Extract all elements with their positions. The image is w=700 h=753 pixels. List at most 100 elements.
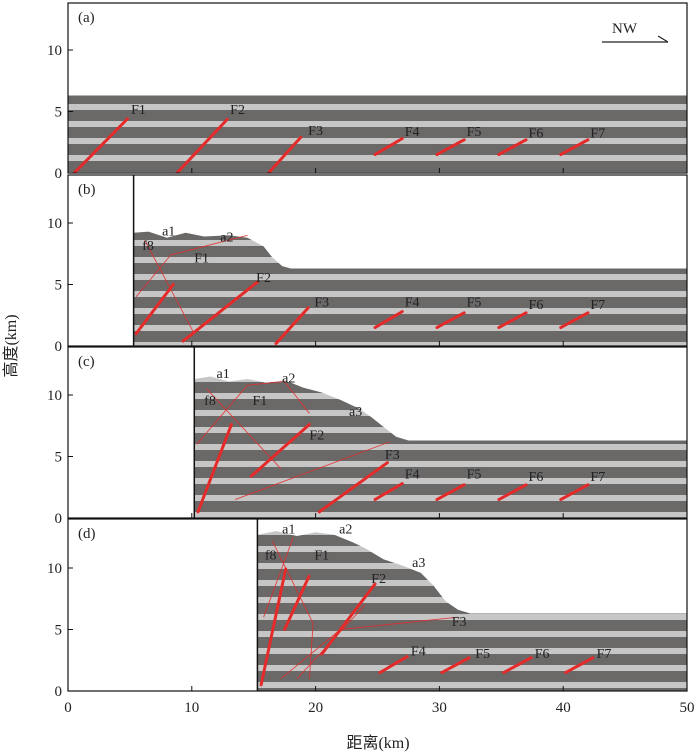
fault-annotation: F6 xyxy=(529,298,544,313)
fault-annotation: f8 xyxy=(142,239,154,254)
panel-frame xyxy=(67,174,688,347)
y-tick-label: 5 xyxy=(55,278,63,294)
fault-annotation: F5 xyxy=(467,125,482,140)
sediment-body xyxy=(257,531,687,691)
fault-annotation: a2 xyxy=(339,523,352,538)
fault-trace-thin xyxy=(135,254,172,298)
fault-segment xyxy=(283,573,311,631)
y-tick-label: 5 xyxy=(55,623,63,639)
fault-segment xyxy=(502,656,533,675)
x-tick-label: 30 xyxy=(432,700,447,716)
fault-annotation: F2 xyxy=(309,428,324,443)
x-tick-label: 50 xyxy=(680,700,695,716)
fault-annotation: f8 xyxy=(265,548,277,563)
fault-trace-thin xyxy=(170,234,248,256)
fault-segment xyxy=(72,117,129,173)
fault-trace-thin xyxy=(284,381,310,414)
fault-annotation: a1 xyxy=(162,224,175,239)
fault-annotation: F3 xyxy=(308,124,323,139)
fault-segment xyxy=(267,135,303,173)
y-tick-label: 0 xyxy=(55,166,63,182)
fault-segment xyxy=(373,310,404,330)
fault-annotation: F1 xyxy=(252,394,267,409)
x-tick-label: 10 xyxy=(184,700,199,716)
fault-segment xyxy=(497,138,528,157)
fault-segment xyxy=(373,137,404,157)
fault-annotation: F2 xyxy=(230,103,245,118)
fault-annotation: f8 xyxy=(204,394,216,409)
fault-segment xyxy=(497,311,528,330)
fault-segment xyxy=(317,461,389,514)
fault-segment xyxy=(373,482,404,502)
y-tick-label: 10 xyxy=(47,388,62,404)
sediment-body xyxy=(133,231,687,346)
fault-segment xyxy=(564,656,595,675)
x-tick-label: 20 xyxy=(308,700,323,716)
layered-sediment xyxy=(194,376,687,518)
fault-segment xyxy=(134,283,175,336)
nw-direction-indicator: NW xyxy=(602,21,669,43)
layered-sediment xyxy=(133,231,687,346)
layered-sediment xyxy=(257,531,687,691)
fault-segment xyxy=(559,138,590,157)
nw-label: NW xyxy=(612,21,638,37)
x-tick-label: 40 xyxy=(556,700,571,716)
y-tick-label: 10 xyxy=(47,43,62,59)
fault-trace-thin xyxy=(196,384,248,445)
panel-label: (c) xyxy=(78,354,95,370)
x-tick-label: 0 xyxy=(64,700,72,716)
fault-annotation: F1 xyxy=(194,251,209,266)
fault-segment xyxy=(274,306,310,346)
fault-annotation: a3 xyxy=(412,556,425,571)
y-axis-label: 高度(km) xyxy=(2,314,20,377)
fault-annotation: F6 xyxy=(529,126,544,141)
fault-annotation: F4 xyxy=(405,468,420,483)
sediment-body xyxy=(194,376,687,518)
fault-annotation: F4 xyxy=(405,125,420,140)
y-tick-label: 5 xyxy=(55,450,63,466)
fault-segment xyxy=(320,582,377,656)
fault-annotation: F6 xyxy=(535,647,550,662)
fault-annotation: F7 xyxy=(590,470,605,485)
fault-segment xyxy=(378,655,409,675)
layered-sediment xyxy=(68,95,687,173)
y-tick-label: 0 xyxy=(55,339,63,355)
panel-frame xyxy=(67,518,688,692)
fault-annotation: a2 xyxy=(282,372,295,387)
fault-trace-thin xyxy=(247,381,285,386)
fault-segment xyxy=(181,280,259,343)
fault-trace-thin xyxy=(308,623,314,679)
fault-segment xyxy=(435,483,466,502)
fault-annotation: a3 xyxy=(349,405,362,420)
fault-annotation: F5 xyxy=(467,468,482,483)
fault-trace-thin xyxy=(206,388,282,470)
fault-segment xyxy=(249,423,311,478)
y-tick-label: 10 xyxy=(47,561,62,577)
fault-annotation: F7 xyxy=(590,298,605,313)
fault-trace-thin xyxy=(234,441,391,500)
panel-frame xyxy=(67,2,688,174)
fault-segment xyxy=(559,483,590,502)
fault-annotation: F2 xyxy=(371,572,386,587)
fault-segment xyxy=(497,483,528,502)
fault-annotation: a2 xyxy=(220,230,233,245)
fault-trace-thin xyxy=(263,537,294,618)
fault-annotation: F7 xyxy=(590,126,605,141)
y-tick-label: 0 xyxy=(55,511,63,527)
fault-annotation: F3 xyxy=(452,615,467,630)
panel-frame xyxy=(67,346,688,519)
fault-segment xyxy=(559,311,590,330)
y-tick-label: 0 xyxy=(55,684,63,700)
fault-annotation: F6 xyxy=(529,470,544,485)
y-tick-label: 5 xyxy=(55,105,63,121)
fault-annotation: F7 xyxy=(597,647,612,662)
fault-annotation: F3 xyxy=(314,296,329,311)
fault-trace-thin xyxy=(271,540,314,624)
fault-trace-thin xyxy=(340,616,459,630)
fault-annotation: F5 xyxy=(475,647,490,662)
fault-segment xyxy=(259,566,288,687)
